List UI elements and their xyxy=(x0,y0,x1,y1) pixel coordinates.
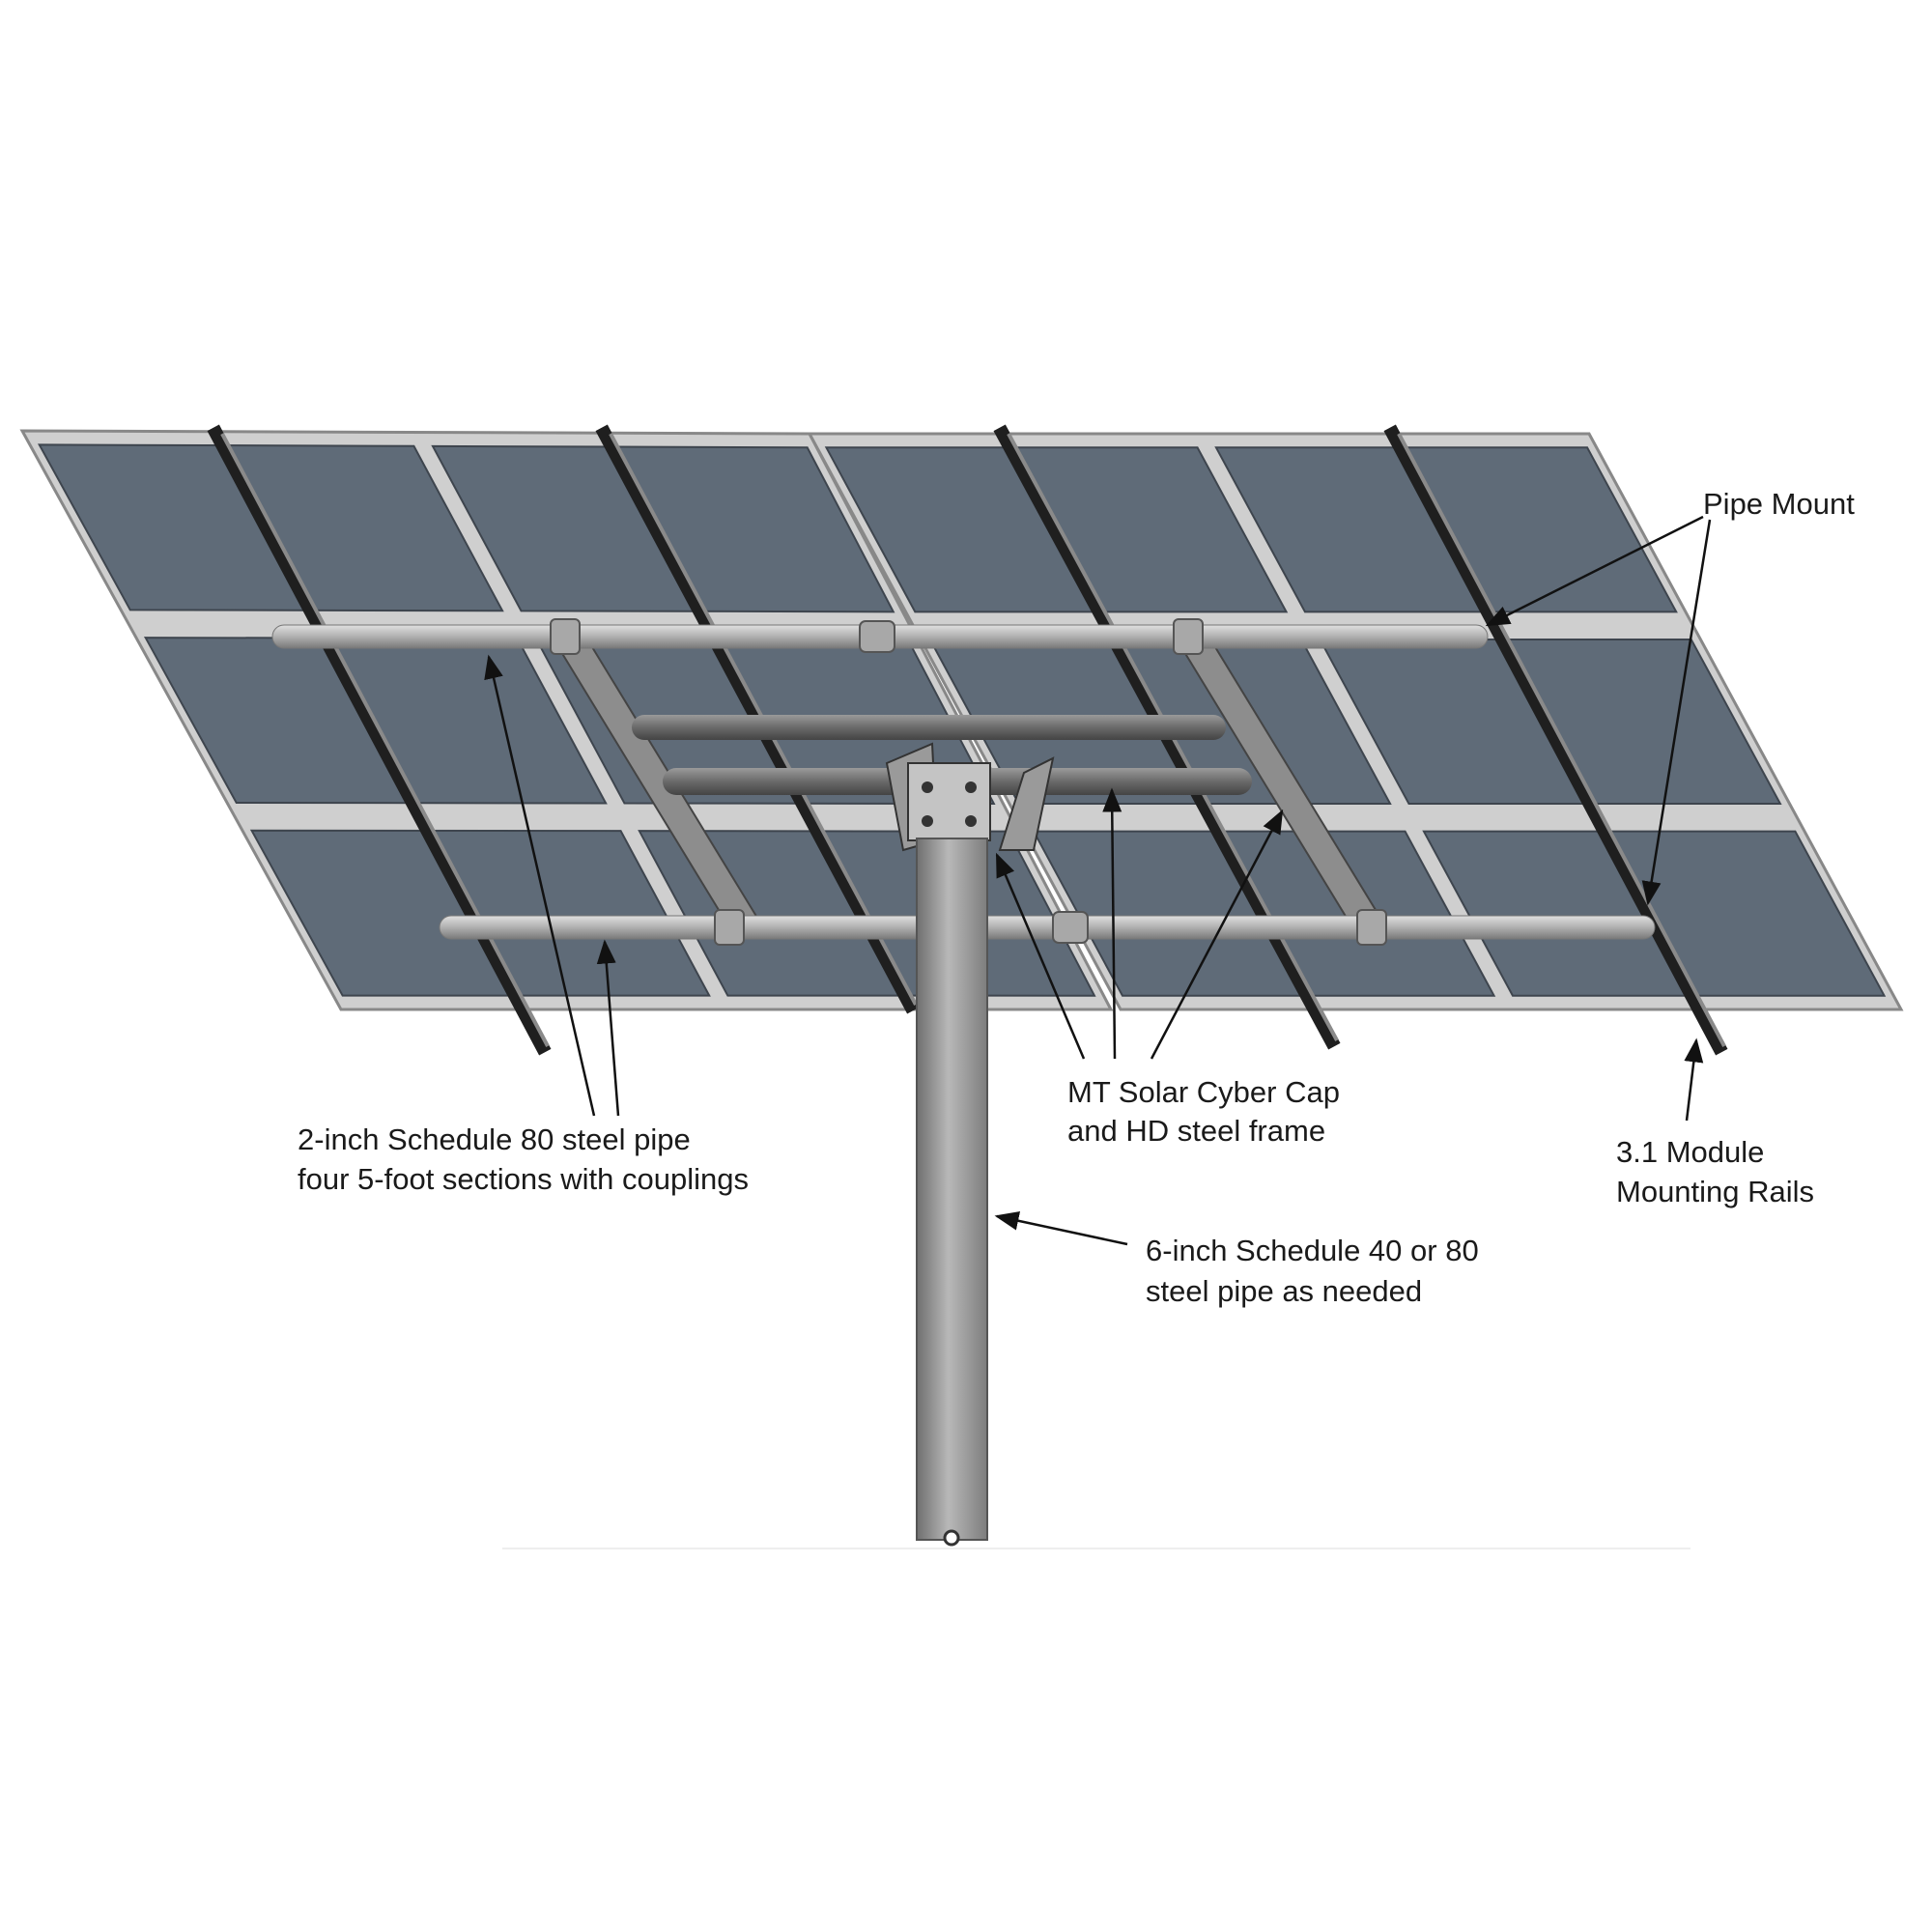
leader-lines xyxy=(484,515,1712,1246)
label-6in-pipe-line2: steel pipe as needed xyxy=(1146,1274,1422,1308)
pipe-mount xyxy=(714,909,745,946)
lower-pipe xyxy=(439,915,1656,940)
hd-steel-frame xyxy=(554,641,1388,928)
label-cyber-cap-line2: and HD steel frame xyxy=(1067,1114,1325,1148)
solar-module xyxy=(249,829,711,997)
pipe-mount xyxy=(550,618,581,655)
mounting-rail xyxy=(1383,424,1728,1056)
pipe-coupling xyxy=(859,620,895,653)
six-inch-post xyxy=(916,838,988,1541)
pipe-coupling xyxy=(1052,911,1089,944)
pipe-mount xyxy=(1173,618,1204,655)
label-2in-pipe-line2: four 5-foot sections with couplings xyxy=(298,1162,749,1196)
cyber-cap xyxy=(885,742,1055,852)
label-rails-line2: Mounting Rails xyxy=(1616,1175,1814,1208)
two-inch-pipes xyxy=(271,618,1656,946)
label-2in-pipe-line1: 2-inch Schedule 80 steel pipe xyxy=(298,1122,691,1156)
label-pipe-mount: Pipe Mount xyxy=(1703,487,1855,521)
label-6in-pipe-line1: 6-inch Schedule 40 or 80 xyxy=(1146,1234,1479,1267)
label-rails-line1: 3.1 Module xyxy=(1616,1135,1764,1169)
label-cyber-cap-line1: MT Solar Cyber Cap xyxy=(1067,1075,1340,1109)
pipe-mount xyxy=(1356,909,1387,946)
mounting-rail xyxy=(207,424,552,1056)
cross-tube xyxy=(632,715,1226,740)
